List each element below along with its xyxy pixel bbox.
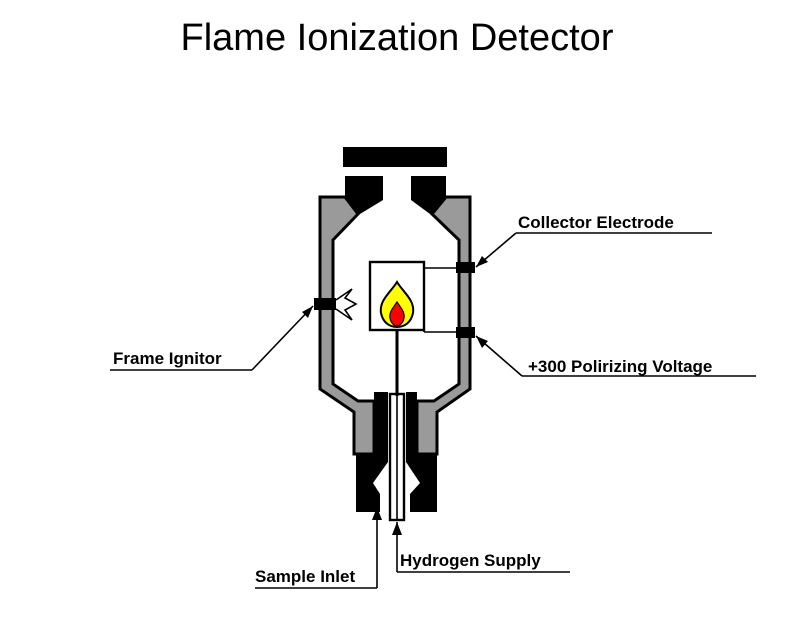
collector-electrode-plug: [456, 262, 475, 273]
label-sample-inlet: Sample Inlet: [255, 567, 355, 586]
ignitor-arrowhead: [302, 306, 313, 318]
left-base-block: [356, 392, 388, 512]
collector-arrowhead: [476, 256, 488, 267]
ignitor-spark-icon: [335, 288, 358, 321]
sample-arrowhead: [372, 507, 382, 520]
label-polarizing-voltage: +300 Polirizing Voltage: [528, 357, 712, 376]
left-housing-wall: [318, 195, 376, 456]
diagram-title: Flame Ionization Detector: [181, 17, 614, 59]
left-shoulder-block: [345, 176, 383, 214]
voltage-electrode-plug: [456, 327, 475, 338]
top-cap: [343, 147, 447, 167]
flame-inner-icon: [389, 300, 405, 327]
ignitor-plug: [314, 298, 336, 310]
ignitor-leader: [251, 305, 314, 371]
right-base-block: [406, 392, 437, 512]
label-frame-ignitor: Frame Ignitor: [113, 349, 222, 368]
right-shoulder-block: [411, 176, 446, 214]
label-hydrogen-supply: Hydrogen Supply: [400, 551, 541, 570]
voltage-arrowhead: [476, 336, 488, 348]
hydrogen-arrowhead: [392, 522, 402, 535]
label-collector-electrode: Collector Electrode: [518, 213, 674, 232]
